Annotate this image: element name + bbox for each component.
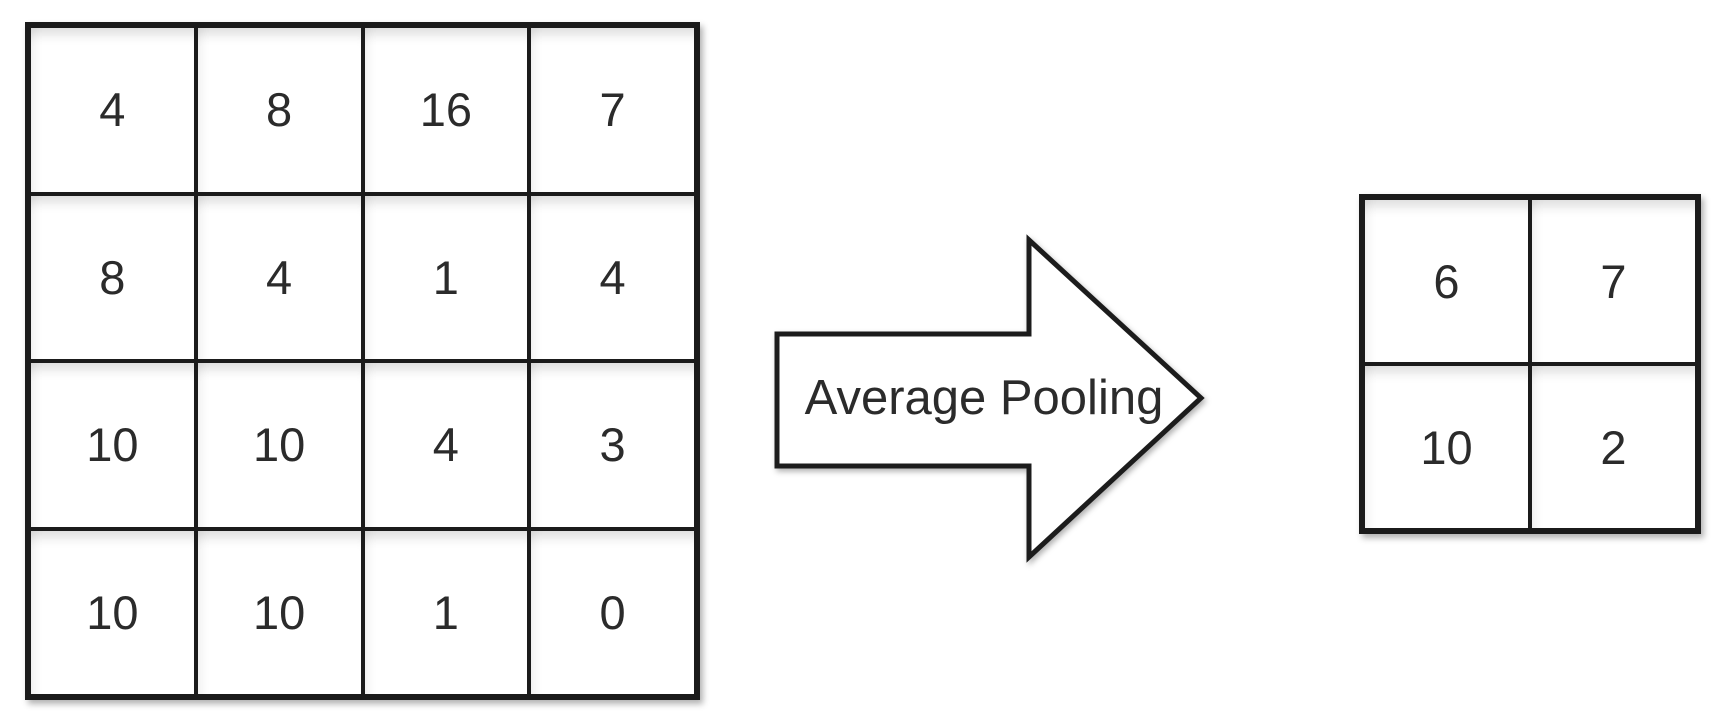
input-cell-r0c1: 8 — [195, 26, 363, 194]
input-cell-r3c1: 10 — [195, 528, 363, 696]
input-cell-r1c0: 8 — [29, 193, 196, 361]
input-cell-r1c2: 1 — [362, 193, 530, 361]
input-cell-r0c2: 16 — [362, 26, 530, 194]
input-matrix-4x4: 4 8 16 7 8 4 1 4 10 10 4 3 10 10 1 0 — [25, 22, 700, 700]
input-cell-r2c3: 3 — [529, 361, 696, 529]
input-cell-r2c1: 10 — [195, 361, 363, 529]
input-cell-r1c3: 4 — [529, 193, 696, 361]
output-cell-r0c1: 7 — [1530, 198, 1697, 364]
output-cell-r1c0: 10 — [1363, 364, 1530, 530]
input-cell-r3c2: 1 — [362, 528, 530, 696]
right-arrow-polygon — [774, 234, 1205, 563]
output-cell-r1c1: 2 — [1530, 364, 1697, 530]
input-cell-r1c1: 4 — [195, 193, 363, 361]
input-cell-r0c3: 7 — [529, 26, 696, 194]
right-arrow-shape — [774, 234, 1205, 563]
output-matrix-2x2: 6 7 10 2 — [1359, 194, 1701, 534]
input-cell-r3c3: 0 — [529, 528, 696, 696]
input-cell-r0c0: 4 — [29, 26, 196, 194]
input-cell-r2c0: 10 — [29, 361, 196, 529]
operation-label: Average Pooling — [804, 370, 1164, 425]
input-cell-r3c0: 10 — [29, 528, 196, 696]
output-cell-r0c0: 6 — [1363, 198, 1530, 364]
input-cell-r2c2: 4 — [362, 361, 530, 529]
